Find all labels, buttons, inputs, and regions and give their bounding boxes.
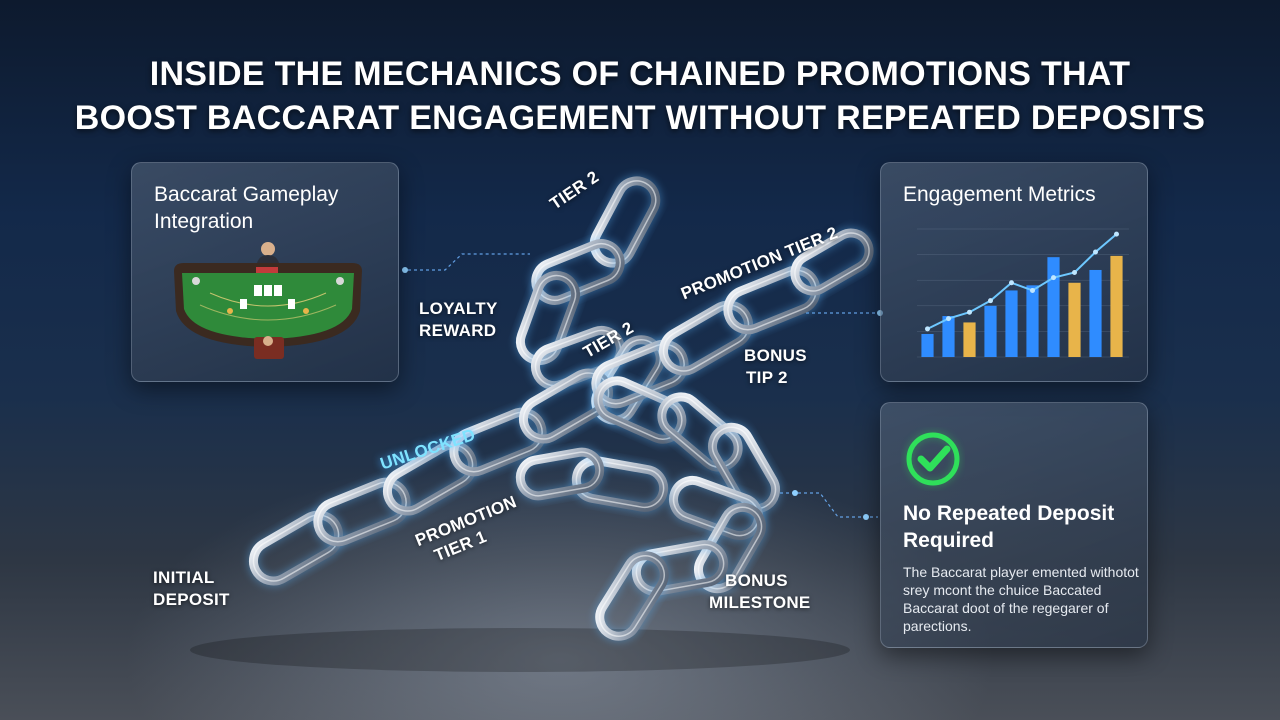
metrics-panel: Engagement Metrics (880, 162, 1148, 382)
page-title: INSIDE THE MECHANICS OF CHAINED PROMOTIO… (0, 52, 1280, 140)
chain-link (570, 454, 670, 514)
player-chair (254, 337, 284, 359)
chart-trend-point (925, 326, 930, 332)
chip (303, 308, 309, 314)
connector-lines (402, 253, 880, 518)
chip (336, 277, 344, 285)
chain-link (721, 264, 823, 336)
chart-bar (1047, 257, 1060, 357)
checkmark-icon (906, 432, 960, 486)
deposit-panel-body: The Baccarat player emented withotot sre… (903, 564, 1139, 634)
chart-bar (921, 333, 934, 357)
chart-bars (921, 255, 1123, 357)
chain-link (655, 390, 745, 474)
label-loyalty-line2: REWARD (419, 321, 497, 340)
label-bonus-tip-line2: TIP 2 (746, 368, 788, 387)
chip (192, 277, 200, 285)
label-initial-line2: DEPOSIT (153, 590, 230, 609)
card (288, 299, 295, 309)
chart-trend-point (1114, 231, 1119, 237)
chain-link (247, 509, 345, 587)
gameplay-panel-title: Baccarat Gameplay Integration (154, 183, 339, 233)
label-loyalty-line1: LOYALTY (419, 299, 498, 318)
player-head (263, 336, 273, 346)
chart-bar (984, 305, 997, 357)
chain-link (706, 421, 782, 515)
chart-trend-point (1009, 280, 1014, 286)
chip (227, 308, 233, 314)
chart-trend-point (1051, 275, 1056, 281)
chart-trend-point (967, 309, 972, 315)
card (264, 285, 272, 296)
card (274, 285, 282, 296)
chain-shadow (190, 628, 850, 672)
card (254, 285, 262, 296)
chart-trend-point (1072, 270, 1077, 276)
deposit-panel: No Repeated Deposit Required The Baccara… (880, 402, 1148, 648)
label-initial-line1: INITIAL (153, 568, 215, 587)
chain-link (588, 174, 662, 270)
chart-bar (1005, 290, 1018, 357)
chain-link (447, 406, 549, 478)
chain-links (247, 174, 876, 643)
chain-link (630, 538, 730, 598)
chart-bar (1026, 285, 1039, 357)
engagement-chart (917, 228, 1129, 358)
gameplay-panel: Baccarat Gameplay Integration (131, 162, 399, 382)
chain-link (311, 476, 413, 548)
chain-link (593, 549, 671, 643)
metrics-panel-title: Engagement Metrics (903, 183, 1096, 206)
chain-link (514, 446, 606, 502)
card-shoe (256, 267, 278, 273)
label-bonus-milestone-line2: MILESTONE (709, 593, 811, 612)
chart-bar (1089, 269, 1102, 357)
chart-bar (942, 316, 955, 357)
chain-link (592, 374, 688, 446)
label-initial-deposit: INITIAL DEPOSIT (153, 567, 230, 611)
chart-trend-point (946, 316, 951, 322)
chart-trend-point (1030, 287, 1035, 293)
chart-bar (963, 322, 976, 357)
dealer-head (261, 242, 275, 256)
chain-link (657, 299, 755, 377)
chart-trend-point (1093, 249, 1098, 255)
label-loyalty-reward: LOYALTY REWARD (419, 298, 498, 342)
chart-bar (1110, 255, 1123, 357)
chart-trend-line (927, 233, 1118, 330)
label-bonus-tip2: BONUS TIP 2 (744, 345, 807, 389)
chart-trend-point (988, 298, 993, 304)
baccarat-table-illustration (174, 242, 362, 359)
title-line-1: INSIDE THE MECHANICS OF CHAINED PROMOTIO… (149, 55, 1131, 93)
chain-link (381, 439, 479, 517)
chart-bar (1068, 282, 1081, 357)
label-bonus-tip-line1: BONUS (744, 346, 807, 365)
label-bonus-milestone: BONUS MILESTONE (709, 570, 811, 614)
label-bonus-milestone-line1: BONUS (725, 571, 788, 590)
title-line-2: BOOST BACCARAT ENGAGEMENT WITHOUT REPEAT… (74, 99, 1206, 137)
card (240, 299, 247, 309)
chart-trend-dots (925, 231, 1119, 332)
deposit-panel-title: No Repeated Deposit Required (903, 502, 1115, 552)
chain-link (788, 227, 876, 297)
